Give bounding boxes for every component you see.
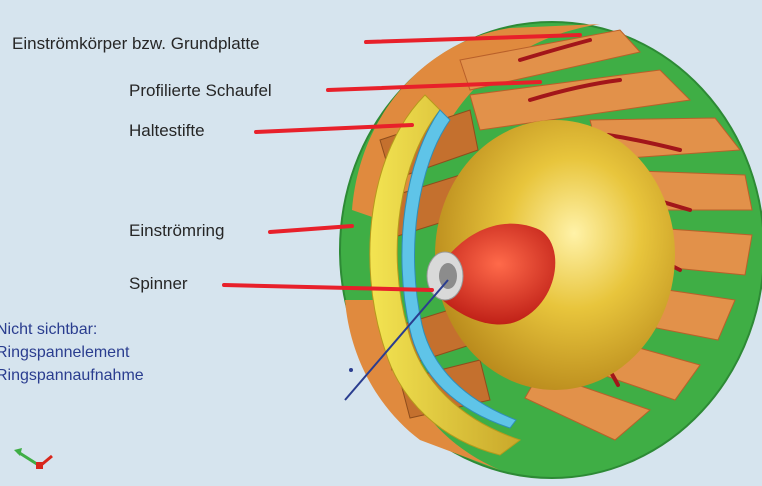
label-schaufel: Profilierte Schaufel [129, 81, 272, 101]
label-haltestifte: Haltestifte [129, 121, 205, 141]
note-heading: Nicht sichtbar: [0, 318, 144, 341]
axis-triad-icon [14, 448, 52, 469]
axis-point [349, 368, 353, 372]
note-item: Ringspannelement [0, 341, 144, 364]
note-item: Ringspannaufnahme [0, 364, 144, 387]
hidden-parts-note: Nicht sichtbar: Ringspannelement Ringspa… [0, 318, 144, 387]
label-einstroemkoerper: Einströmkörper bzw. Grundplatte [12, 34, 260, 54]
leader-einstroemring [270, 226, 352, 232]
label-spinner: Spinner [129, 274, 188, 294]
label-einstroemring: Einströmring [129, 221, 224, 241]
